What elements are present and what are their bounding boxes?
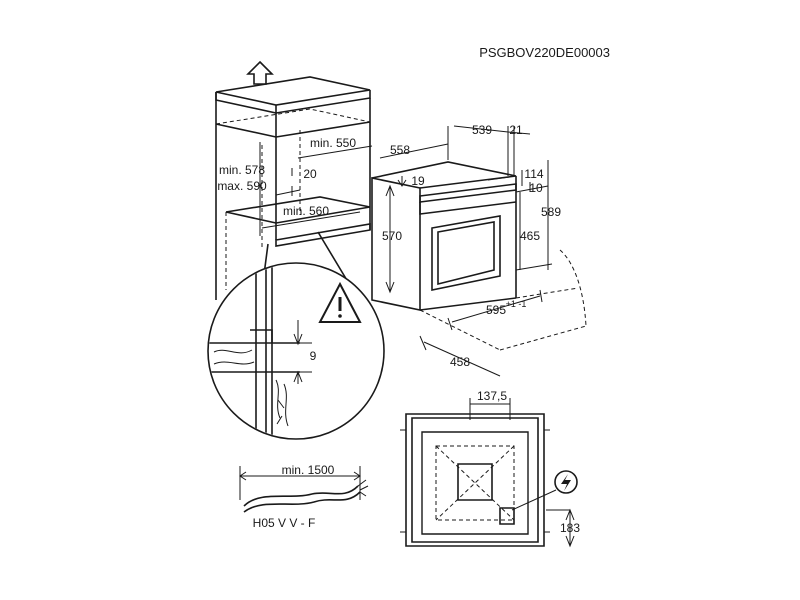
oven-height-total: 589 (541, 205, 561, 219)
oven-depth-base: 458 (450, 355, 470, 369)
oven-back-view (400, 398, 575, 548)
oven-top-gap: 114 (524, 167, 543, 181)
oven-width: 595 (486, 303, 506, 317)
warning-icon (318, 281, 362, 323)
oven-side-gap: 10 (529, 181, 543, 195)
oven-width-tolerance: +1 -1 (506, 299, 527, 309)
cabinet-niche (215, 60, 373, 300)
detail-gap: 9 (310, 349, 317, 363)
detail-circle (207, 262, 385, 440)
niche-gap: 20 (303, 167, 317, 181)
niche-height-min: min. 578 (219, 163, 265, 177)
oven-top-offset: 19 (411, 174, 425, 188)
niche-depth-min: min. 560 (283, 204, 329, 218)
niche-height-max: max. 590 (217, 179, 267, 193)
oven-height-inner: 465 (520, 229, 540, 243)
oven-depth-panel: 21 (509, 123, 523, 137)
document-code: PSGBOV220DE00003 (479, 45, 610, 60)
back-offset: 137,5 (477, 389, 507, 403)
oven-depth-body: 539 (472, 123, 492, 137)
socket-height: 183 (560, 521, 580, 535)
arrow-up-icon (246, 60, 274, 85)
electrical-socket-icon (554, 470, 578, 494)
power-cable (239, 466, 369, 513)
cable-type: H05 V V - F (253, 516, 316, 530)
oven-drawing (371, 125, 587, 377)
oven-depth-total: 558 (390, 143, 410, 157)
niche-width-min: min. 550 (310, 136, 356, 150)
cable-length: min. 1500 (282, 463, 335, 477)
oven-height-body: 570 (382, 229, 402, 243)
